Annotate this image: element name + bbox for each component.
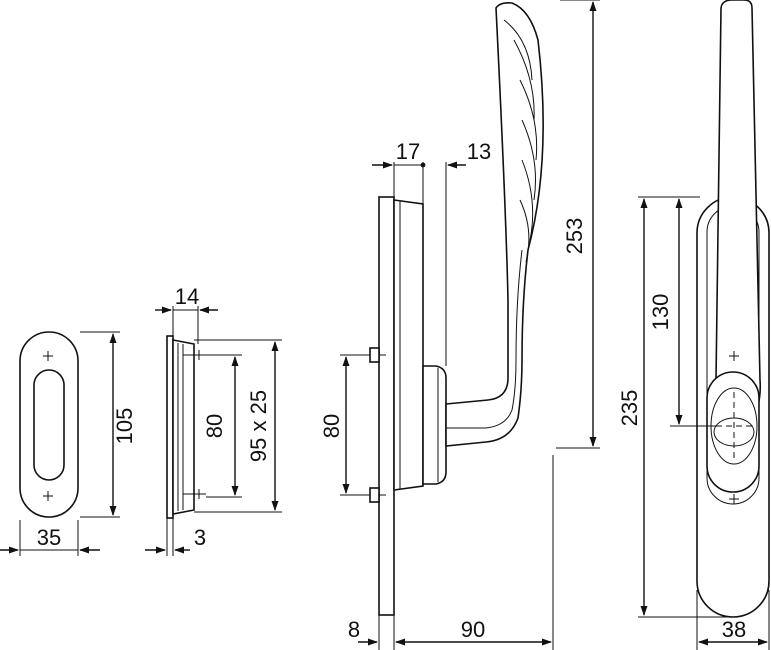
rosette-slot [33, 369, 65, 481]
side-base-plate [378, 196, 395, 616]
dim-side-plate: 8 [348, 617, 360, 642]
side-screw-bottom-icon [369, 487, 380, 503]
rosette-side-screw-top-icon [183, 350, 206, 360]
dim-rosette-width: 35 [37, 525, 61, 550]
rosette-screw-bottom-icon [43, 491, 53, 501]
dim-rosette-height: 105 [112, 408, 137, 445]
handle-lever [445, 2, 544, 447]
front-lever [714, 0, 762, 432]
dim-rosette-overall: 95 x 25 [246, 390, 271, 462]
rosette-screw-top-icon [43, 351, 53, 361]
front-screw-top-icon [729, 351, 739, 361]
side-screw-top-icon [369, 347, 380, 363]
dim-rosette-hole-spacing: 80 [202, 414, 227, 438]
dim-rosette-plate: 3 [194, 525, 206, 550]
dim-side-offset-a: 17 [396, 139, 420, 164]
dim-side-offset-b: 13 [467, 139, 491, 164]
handle-side-view: 80 17 13 253 8 90 [319, 0, 600, 650]
dim-front-hole-to-tip: 130 [648, 294, 673, 331]
dim-side-hole-spacing: 80 [319, 414, 344, 438]
handle-collar [422, 365, 447, 485]
dim-front-width: 38 [722, 617, 746, 642]
rosette-front-view: 105 35 [0, 331, 137, 556]
front-lever-base [706, 371, 760, 493]
dim-front-height: 235 [617, 390, 642, 427]
rosette-side-screw-bottom-icon [183, 489, 206, 499]
rosette-side-view: 14 80 95 x 25 3 [145, 284, 282, 556]
dim-handle-projection: 90 [461, 617, 485, 642]
side-base-body [393, 199, 424, 491]
rosette-side-plate [166, 335, 174, 519]
front-screw-bottom-icon [729, 494, 739, 504]
handle-front-view: 130 235 38 [617, 0, 770, 650]
dim-rosette-depth: 14 [175, 284, 199, 309]
dim-handle-height: 253 [562, 218, 587, 255]
